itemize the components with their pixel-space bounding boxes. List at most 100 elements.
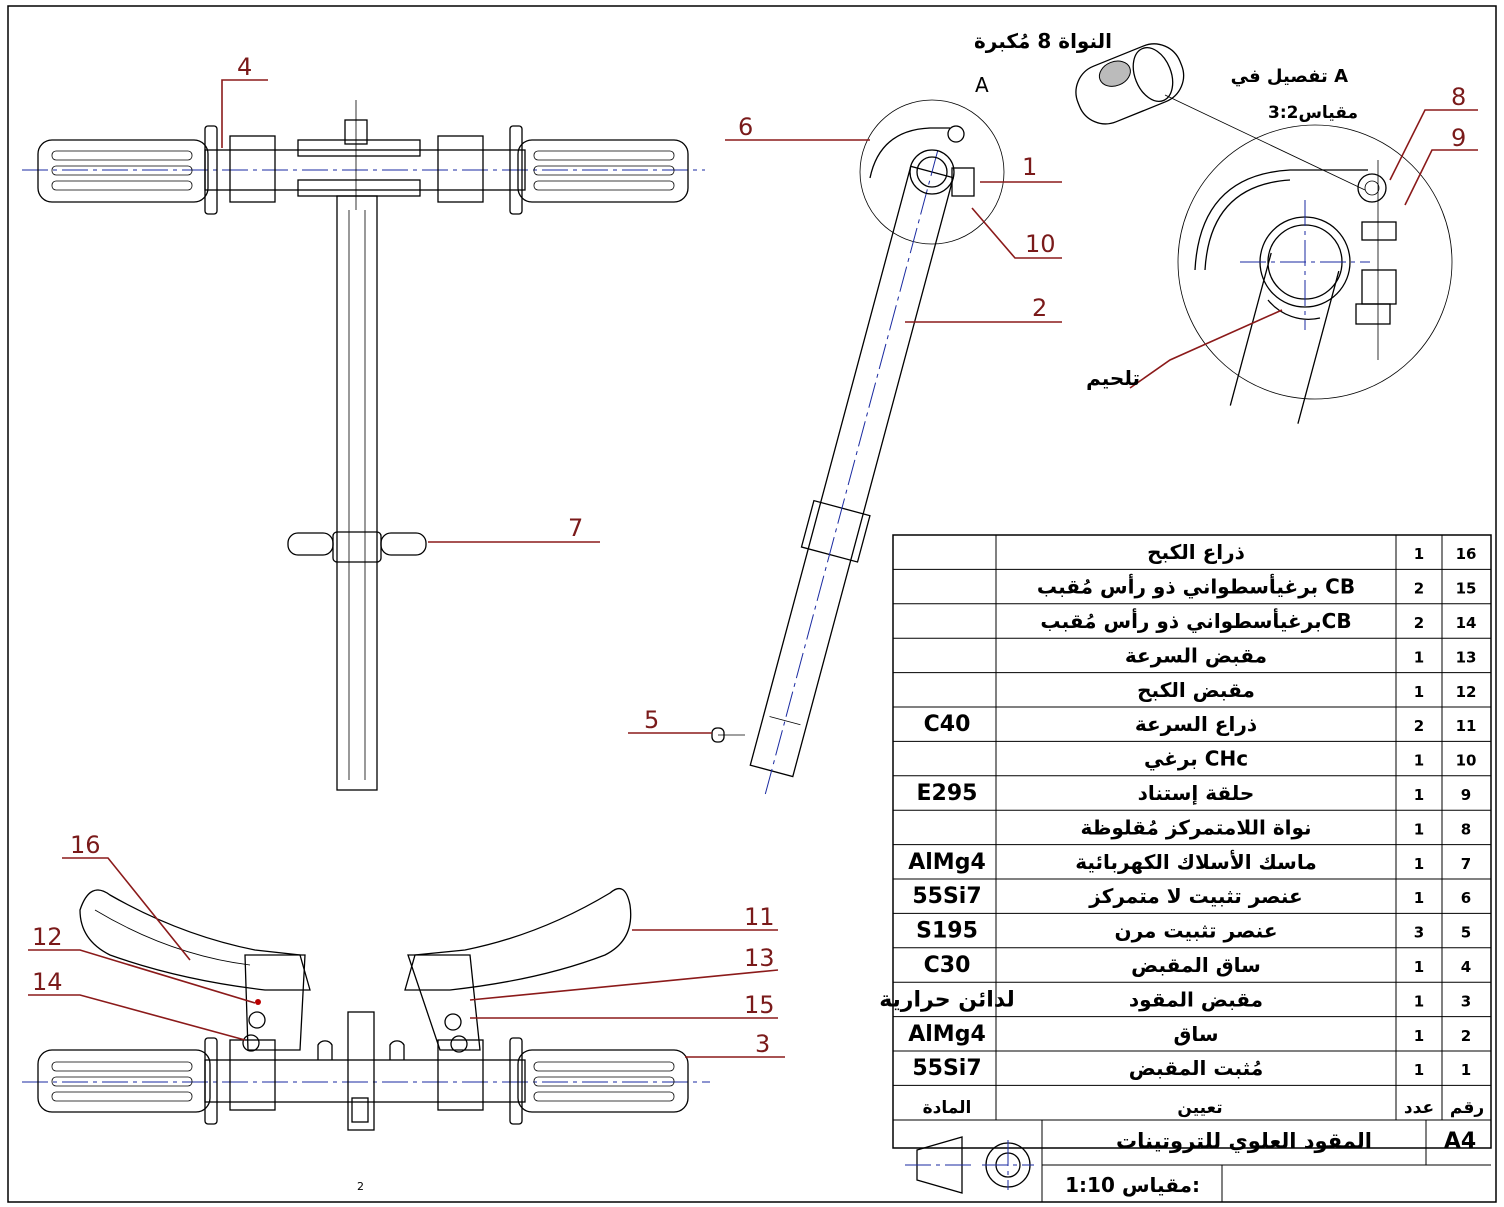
callout-3: 3 — [755, 1030, 770, 1058]
callout-9: 9 — [1451, 124, 1466, 152]
weld-label: تلحيم — [1086, 366, 1140, 390]
row-qty: 1 — [1414, 545, 1424, 563]
scale-label: مقياس: — [1122, 1173, 1200, 1197]
row-qty: 2 — [1414, 717, 1424, 735]
row-material: AlMg4 — [908, 1022, 986, 1047]
row-material: C30 — [924, 953, 971, 978]
row-qty: 1 — [1414, 889, 1424, 907]
callout-13: 13 — [744, 944, 775, 972]
core-8-enlarged — [1075, 43, 1366, 191]
row-qty: 1 — [1414, 648, 1424, 666]
callout-11: 11 — [744, 903, 775, 931]
row-num: 5 — [1461, 924, 1471, 942]
row-material: S195 — [916, 919, 978, 944]
row-material: E295 — [917, 781, 978, 806]
header-material: المادة — [923, 1098, 972, 1118]
callout-4: 4 — [237, 53, 252, 81]
projection-symbol — [905, 1136, 1034, 1194]
row-designation: عنصر تثبيت لا متمركز — [1088, 884, 1302, 908]
row-designation: نواة اللامتمركز مُقلوظة — [1080, 815, 1311, 839]
row-num: 10 — [1456, 752, 1477, 770]
row-designation: مقبض المقود — [1129, 987, 1263, 1011]
row-qty: 1 — [1414, 1061, 1424, 1079]
scale-value: 1:10 — [1065, 1173, 1115, 1197]
callout-1: 1 — [1022, 153, 1037, 181]
row-designation: برغي CHc — [1144, 747, 1248, 772]
row-qty: 1 — [1414, 855, 1424, 873]
callout-14: 14 — [32, 968, 63, 996]
row-num: 14 — [1456, 614, 1477, 632]
row-qty: 1 — [1414, 958, 1424, 976]
row-designation: ساق — [1173, 1022, 1218, 1046]
callout-6: 6 — [738, 113, 753, 141]
row-designation: حلقة إستناد — [1138, 781, 1255, 805]
callout-16: 16 — [70, 831, 101, 859]
detail-a — [1177, 124, 1453, 424]
row-designation: ذراع السرعة — [1135, 712, 1257, 736]
handlebar-bottom-view — [22, 887, 710, 1131]
row-designation: ماسك الأسلاك الكهربائية — [1075, 849, 1317, 874]
row-qty: 1 — [1414, 820, 1424, 838]
callout-5: 5 — [644, 706, 659, 734]
callout-8: 8 — [1451, 83, 1466, 111]
callout-12: 12 — [32, 923, 63, 951]
row-designation: برغيأسطواني ذو رأس مُقببCB — [1040, 607, 1351, 634]
row-num: 15 — [1456, 580, 1477, 598]
row-qty: 2 — [1414, 580, 1424, 598]
callout-10: 10 — [1025, 230, 1056, 258]
detail-caption: تفصيل في A — [1231, 66, 1348, 87]
cable-clamp — [287, 531, 427, 563]
row-designation: مُثبت المقبض — [1129, 1056, 1263, 1080]
speed-lever-right — [404, 887, 632, 1053]
brake-lever-left — [79, 889, 311, 1052]
row-num: 9 — [1461, 786, 1471, 804]
row-qty: 3 — [1414, 924, 1424, 942]
row-material: 55Si7 — [912, 884, 981, 909]
row-qty: 1 — [1414, 992, 1424, 1010]
callout-7: 7 — [568, 514, 583, 542]
row-material: C40 — [924, 712, 971, 737]
row-material: 55Si7 — [912, 1056, 981, 1081]
row-num: 16 — [1456, 545, 1477, 563]
row-qty: 1 — [1414, 683, 1424, 701]
handlebar-top-view — [22, 100, 705, 791]
callout-labels: 1 2 3 4 5 6 7 8 9 10 11 12 13 14 15 16 — [32, 53, 1466, 1058]
callout-2: 2 — [1032, 294, 1047, 322]
header-designation: تعيين — [1177, 1098, 1222, 1118]
row-num: 7 — [1461, 855, 1471, 873]
row-qty: 2 — [1414, 614, 1424, 632]
row-num: 4 — [1461, 958, 1471, 976]
callout-leaders — [28, 79, 1478, 1058]
row-num: 2 — [1461, 1027, 1471, 1045]
row-num: 1 — [1461, 1061, 1471, 1079]
right-grip — [509, 125, 689, 215]
row-qty: 1 — [1414, 752, 1424, 770]
row-designation: مقبض السرعة — [1125, 643, 1267, 667]
row-designation: ذراع الكبح — [1147, 540, 1245, 564]
row-num: 13 — [1456, 648, 1477, 666]
row-qty: 1 — [1414, 1027, 1424, 1045]
header-num: رقم — [1450, 1098, 1484, 1118]
stem-side-view — [711, 99, 1005, 799]
row-num: 3 — [1461, 992, 1471, 1010]
zoom-a-label: A — [975, 73, 989, 97]
row-designation: مقبض الكبح — [1137, 678, 1255, 702]
title-block: المقود العلوي للتروتينات A4 مقياس: 1:10 — [893, 1119, 1491, 1202]
page-number: 2 — [357, 1180, 364, 1193]
sheet-border — [7, 5, 1497, 1203]
row-qty: 1 — [1414, 786, 1424, 804]
row-designation: ساق المقبض — [1131, 953, 1261, 977]
enlarged-core-label: النواة 8 مُكبرة — [974, 29, 1112, 53]
row-num: 6 — [1461, 889, 1471, 907]
left-grip — [37, 125, 218, 215]
detail-scale: مقياس3:2 — [1268, 103, 1358, 123]
row-material: لدائن حرارية — [879, 987, 1015, 1012]
row-material: AlMg4 — [908, 850, 986, 875]
row-designation: برغيأسطواني ذو رأس مُقبب CB — [1037, 573, 1355, 600]
row-num: 8 — [1461, 820, 1471, 838]
row-designation: عنصر تثبيت مرن — [1115, 919, 1278, 943]
header-qty: عدد — [1404, 1098, 1434, 1118]
